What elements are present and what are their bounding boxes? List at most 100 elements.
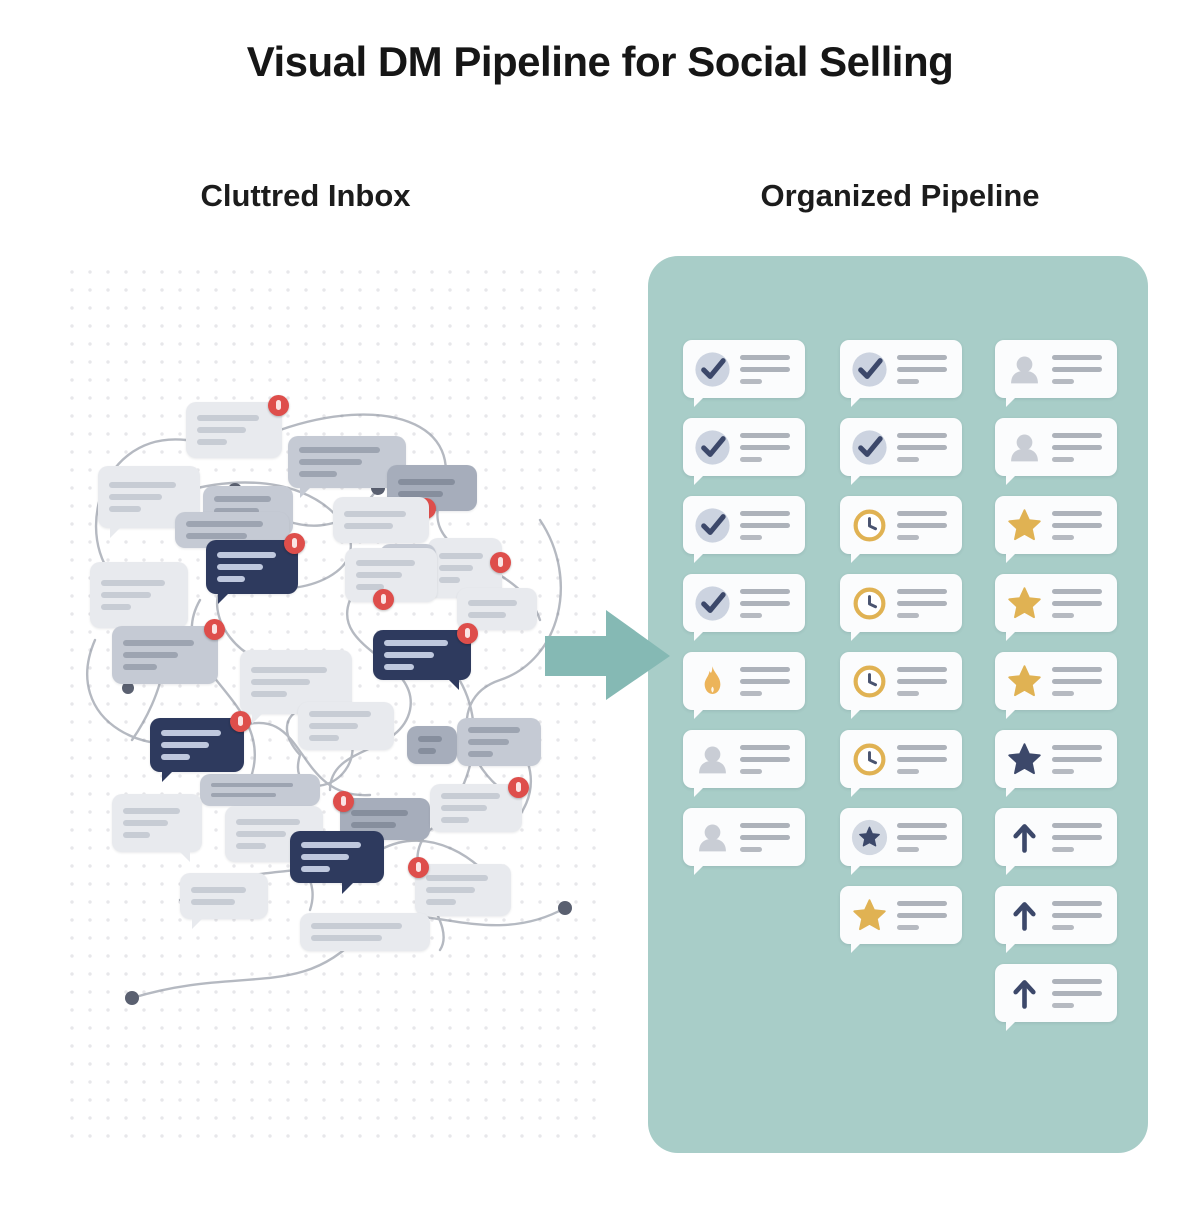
card-tail (1006, 708, 1017, 719)
card-tail (851, 708, 862, 719)
message-bubble (333, 791, 430, 840)
card-text-lines (1052, 432, 1109, 462)
check-icon (851, 351, 888, 388)
notification-badge (333, 791, 354, 812)
card-tail (1006, 786, 1017, 797)
message-bubble (180, 873, 268, 929)
card-text-lines (1052, 900, 1109, 930)
card-tail (694, 552, 705, 563)
pipeline-card-star (995, 496, 1117, 563)
card-text-lines (740, 744, 797, 774)
bubble-tail (178, 850, 190, 862)
star-icon (851, 897, 888, 934)
star-icon (1006, 507, 1043, 544)
card-text-lines (1052, 510, 1109, 540)
card-text-lines (897, 666, 954, 696)
pipeline-card-clock (840, 652, 962, 719)
pipeline-card-person (683, 730, 805, 797)
card-tail (694, 708, 705, 719)
notification-badge (508, 777, 529, 798)
pipeline-card-star (995, 652, 1117, 719)
message-bubble (112, 794, 202, 862)
pipeline-card-star (840, 886, 962, 953)
notification-badge (457, 623, 478, 644)
check-icon (694, 585, 731, 622)
card-text-lines (1052, 822, 1109, 852)
card-tail (851, 552, 862, 563)
pipeline-card-person (683, 808, 805, 875)
flame-icon (694, 663, 731, 700)
card-text-lines (1052, 978, 1109, 1008)
section-label-organized: Organized Pipeline (760, 178, 1040, 213)
section-label-cluttered: Cluttred Inbox (200, 178, 411, 213)
card-tail (851, 396, 862, 407)
card-text-lines (897, 354, 954, 384)
bubble-tail (110, 526, 122, 538)
message-bubble (407, 726, 457, 764)
message-bubble-unread (150, 711, 251, 782)
card-text-lines (897, 432, 954, 462)
card-text-lines (897, 510, 954, 540)
star-navy-icon (1006, 741, 1043, 778)
card-text-lines (897, 588, 954, 618)
message-bubble (298, 702, 394, 750)
arrow-up-icon (1006, 897, 1043, 934)
card-tail (694, 396, 705, 407)
clock-icon (851, 585, 888, 622)
clock-icon (851, 663, 888, 700)
card-tail (851, 630, 862, 641)
card-tail (1006, 396, 1017, 407)
person-icon (694, 741, 731, 778)
person-icon (1006, 429, 1043, 466)
card-tail (851, 942, 862, 953)
person-icon (694, 819, 731, 856)
card-tail (1006, 1020, 1017, 1031)
card-text-lines (897, 744, 954, 774)
card-text-lines (740, 666, 797, 696)
bubble-tail (192, 917, 204, 929)
card-text-lines (897, 900, 954, 930)
check-icon (694, 507, 731, 544)
card-text-lines (1052, 588, 1109, 618)
pipeline-card-check (840, 418, 962, 485)
card-text-lines (1052, 744, 1109, 774)
pipeline-card-clock (840, 574, 962, 641)
card-text-lines (740, 588, 797, 618)
bubble-tail (162, 770, 174, 782)
pipeline-card-check (683, 418, 805, 485)
message-bubble-unread (206, 533, 305, 604)
check-icon (694, 429, 731, 466)
message-bubble-unread (373, 623, 478, 690)
notification-badge (204, 619, 225, 640)
card-tail (1006, 864, 1017, 875)
card-tail (1006, 474, 1017, 485)
notification-badge (230, 711, 251, 732)
message-bubble (430, 777, 529, 832)
clock-icon (851, 741, 888, 778)
pipeline-card-star-navy (995, 730, 1117, 797)
pipeline-card-clock (840, 496, 962, 563)
check-icon (694, 351, 731, 388)
pipeline-card-star-badge (840, 808, 962, 875)
card-tail (1006, 552, 1017, 563)
card-text-lines (740, 510, 797, 540)
pipeline-card-arrow-up (995, 808, 1117, 875)
card-tail (851, 786, 862, 797)
pipeline-card-clock (840, 730, 962, 797)
star-icon (1006, 663, 1043, 700)
card-tail (694, 786, 705, 797)
card-text-lines (897, 822, 954, 852)
notification-badge (284, 533, 305, 554)
message-bubble (457, 718, 541, 766)
card-tail (851, 474, 862, 485)
bubble-tail (341, 881, 355, 894)
star-icon (1006, 585, 1043, 622)
message-bubble (90, 562, 188, 638)
star-badge-icon (851, 819, 888, 856)
message-bubble (186, 395, 289, 458)
pipeline-card-arrow-up (995, 886, 1117, 953)
pipeline-card-person (995, 418, 1117, 485)
card-text-lines (740, 432, 797, 462)
page-title: Visual DM Pipeline for Social Selling (246, 38, 954, 85)
